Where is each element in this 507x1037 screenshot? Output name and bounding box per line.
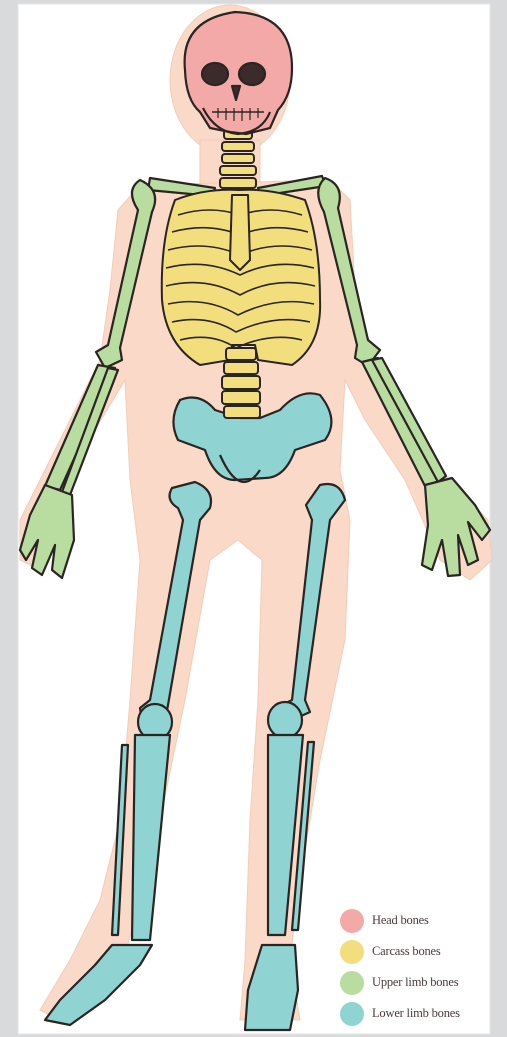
sternum: [230, 195, 250, 270]
legend-label: Head bones: [372, 913, 429, 928]
legend-item-carcass: Carcass bones: [340, 936, 502, 967]
legend-item-head: Head bones: [340, 905, 502, 936]
legend-item-upper-limb: Upper limb bones: [340, 967, 502, 998]
right-eye-socket: [239, 63, 265, 85]
lumbar-vertebrae: [222, 348, 260, 418]
legend: Head bones Carcass bones Upper limb bone…: [340, 905, 502, 1029]
cervical-vertebrae: [220, 130, 256, 188]
legend-label: Carcass bones: [372, 944, 441, 959]
head-swatch: [340, 909, 364, 933]
right-patella: [268, 702, 302, 738]
lower-limb-swatch: [340, 1002, 364, 1026]
upper-limb-swatch: [340, 971, 364, 995]
left-eye-socket: [202, 63, 228, 85]
legend-item-lower-limb: Lower limb bones: [340, 998, 502, 1029]
carcass-swatch: [340, 940, 364, 964]
legend-label: Upper limb bones: [372, 975, 458, 990]
legend-label: Lower limb bones: [372, 1006, 460, 1021]
